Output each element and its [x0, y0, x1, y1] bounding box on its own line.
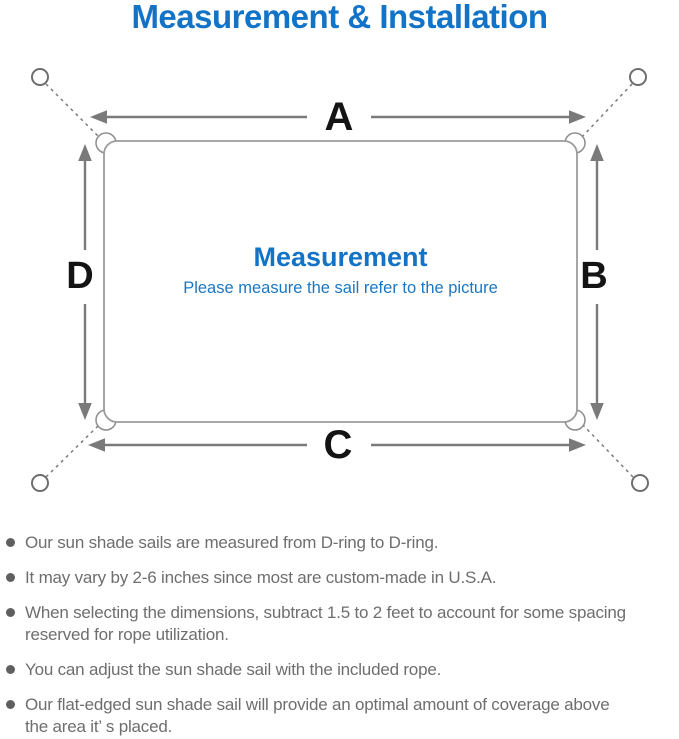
bullet-icon — [6, 608, 15, 617]
dimension-label-d: D — [66, 255, 94, 297]
guy-line-top-right — [580, 83, 633, 139]
notes-list: Our sun shade sails are measured from D-… — [6, 532, 676, 739]
note-text: When selecting the dimensions, subtract … — [25, 603, 626, 644]
list-item: Our flat-edged sun shade sail will provi… — [6, 694, 676, 738]
bullet-icon — [6, 665, 15, 674]
bullet-icon — [6, 538, 15, 547]
sail-outline — [103, 140, 578, 423]
arrowhead-down-icon — [590, 403, 604, 420]
anchor-ring-icon-top-left — [31, 68, 49, 86]
anchor-ring-icon-bottom-left — [31, 474, 49, 492]
anchor-ring-icon-top-right — [629, 68, 647, 86]
guy-line-bottom-right — [581, 423, 634, 478]
list-item: It may vary by 2-6 inches since most are… — [6, 567, 676, 589]
arrowhead-up-icon — [590, 144, 604, 161]
arrowhead-left-icon — [90, 110, 107, 124]
dimension-label-c: C — [323, 423, 353, 467]
arrowhead-up-icon — [78, 144, 92, 161]
note-text: Our flat-edged sun shade sail will provi… — [25, 695, 610, 736]
dimension-arrows — [78, 110, 604, 452]
guy-line-top-left — [45, 83, 101, 139]
arrowhead-right-icon — [569, 438, 586, 452]
anchor-ring-icon-bottom-right — [631, 474, 649, 492]
list-item: When selecting the dimensions, subtract … — [6, 602, 676, 646]
note-text: You can adjust the sun shade sail with t… — [25, 660, 442, 679]
measurement-diagram — [31, 68, 649, 492]
dimension-label-b: B — [580, 255, 608, 297]
dimension-label-a: A — [324, 95, 354, 139]
note-text: It may vary by 2-6 inches since most are… — [25, 568, 497, 587]
guy-line-bottom-left — [45, 423, 101, 478]
bullet-icon — [6, 700, 15, 709]
guy-lines — [45, 83, 634, 478]
anchor-rings — [31, 68, 649, 492]
arrowhead-down-icon — [78, 403, 92, 420]
list-item: You can adjust the sun shade sail with t… — [6, 659, 676, 681]
note-text: Our sun shade sails are measured from D-… — [25, 533, 439, 552]
diagram-heading: Measurement — [253, 242, 428, 272]
arrowhead-right-icon — [569, 110, 586, 124]
bullet-icon — [6, 573, 15, 582]
list-item: Our sun shade sails are measured from D-… — [6, 532, 676, 554]
page-title: Measurement & Installation — [131, 0, 548, 35]
arrowhead-left-icon — [88, 438, 105, 452]
diagram-subheading: Please measure the sail refer to the pic… — [183, 279, 498, 297]
